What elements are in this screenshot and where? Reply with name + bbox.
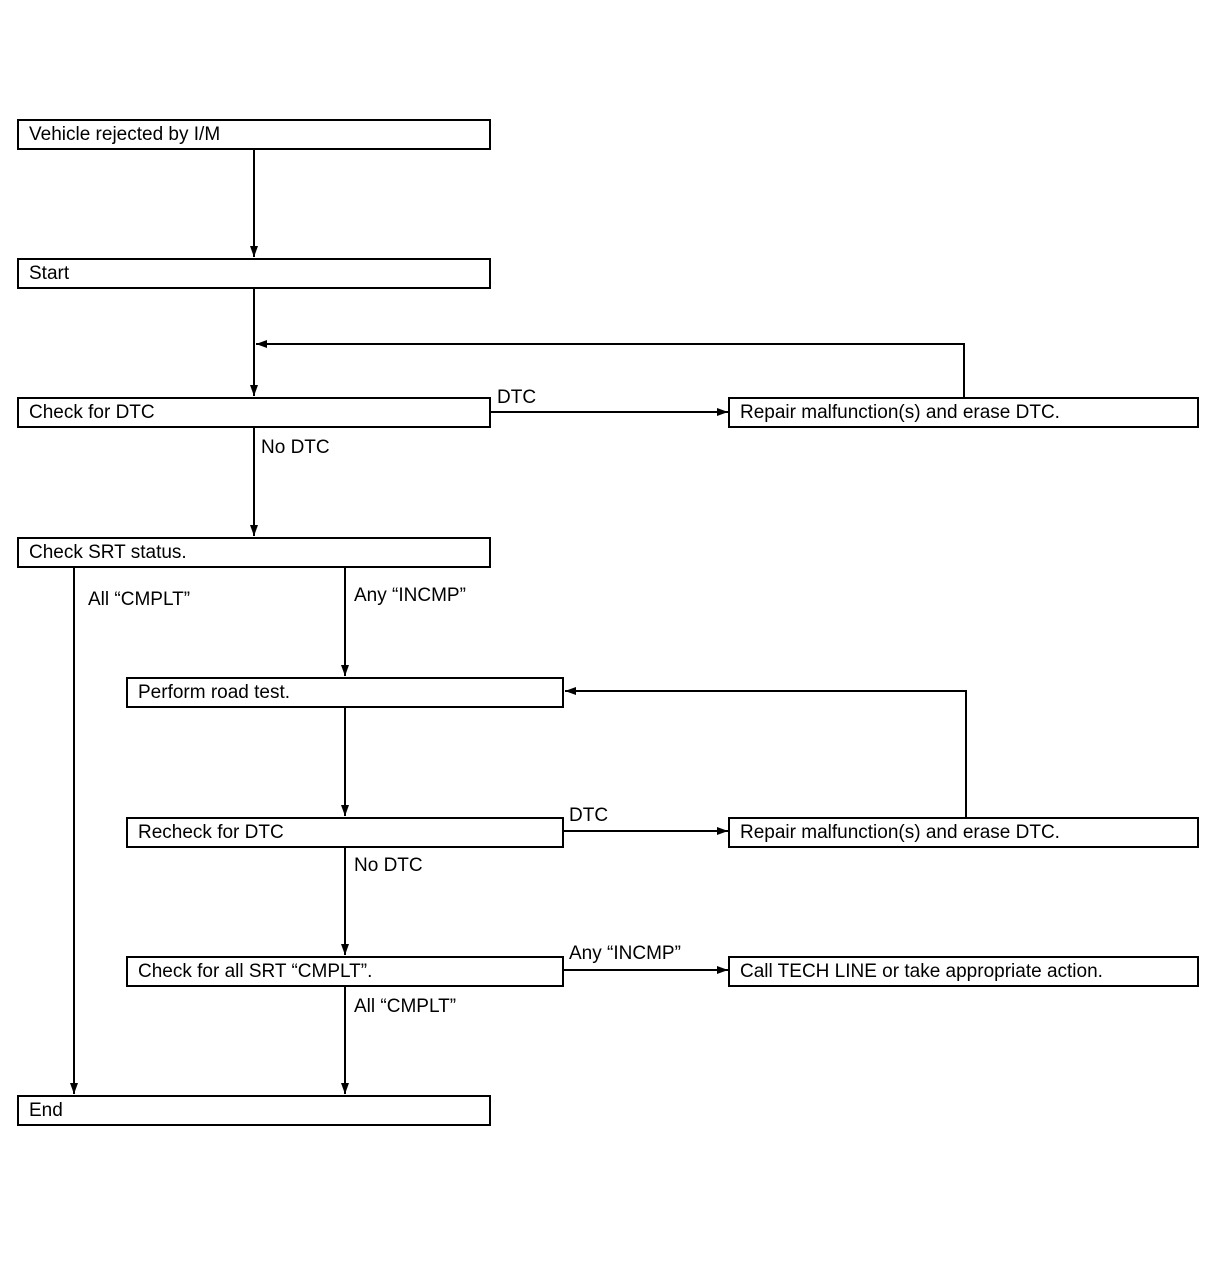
label-any-incmp-2: Any “INCMP” bbox=[569, 943, 681, 964]
box-perform-road-test: Perform road test. bbox=[126, 677, 564, 708]
box-vehicle-rejected: Vehicle rejected by I/M bbox=[17, 119, 491, 150]
box-check-dtc: Check for DTC bbox=[17, 397, 491, 428]
loop-repair-2-to-road-test bbox=[565, 687, 967, 817]
loop-repair-1-to-check-dtc bbox=[256, 340, 965, 397]
label-no-dtc-1: No DTC bbox=[261, 437, 330, 458]
label-no-dtc-2: No DTC bbox=[354, 855, 423, 876]
label-dtc-1: DTC bbox=[497, 387, 537, 408]
box-repair-1: Repair malfunction(s) and erase DTC. bbox=[728, 397, 1199, 428]
label-any-incmp-1: Any “INCMP” bbox=[354, 585, 466, 606]
box-check-srt-status: Check SRT status. bbox=[17, 537, 491, 568]
box-end: End bbox=[17, 1095, 491, 1126]
label-all-cmplt-2: All “CMPLT” bbox=[354, 996, 457, 1017]
box-recheck-dtc: Recheck for DTC bbox=[126, 817, 564, 848]
box-check-all-srt: Check for all SRT “CMPLT”. bbox=[126, 956, 564, 987]
label-all-cmplt-1: All “CMPLT” bbox=[88, 589, 191, 610]
box-repair-2: Repair malfunction(s) and erase DTC. bbox=[728, 817, 1199, 848]
label-dtc-2: DTC bbox=[569, 805, 609, 826]
box-start: Start bbox=[17, 258, 491, 289]
box-call-tech-line: Call TECH LINE or take appropriate actio… bbox=[728, 956, 1199, 987]
